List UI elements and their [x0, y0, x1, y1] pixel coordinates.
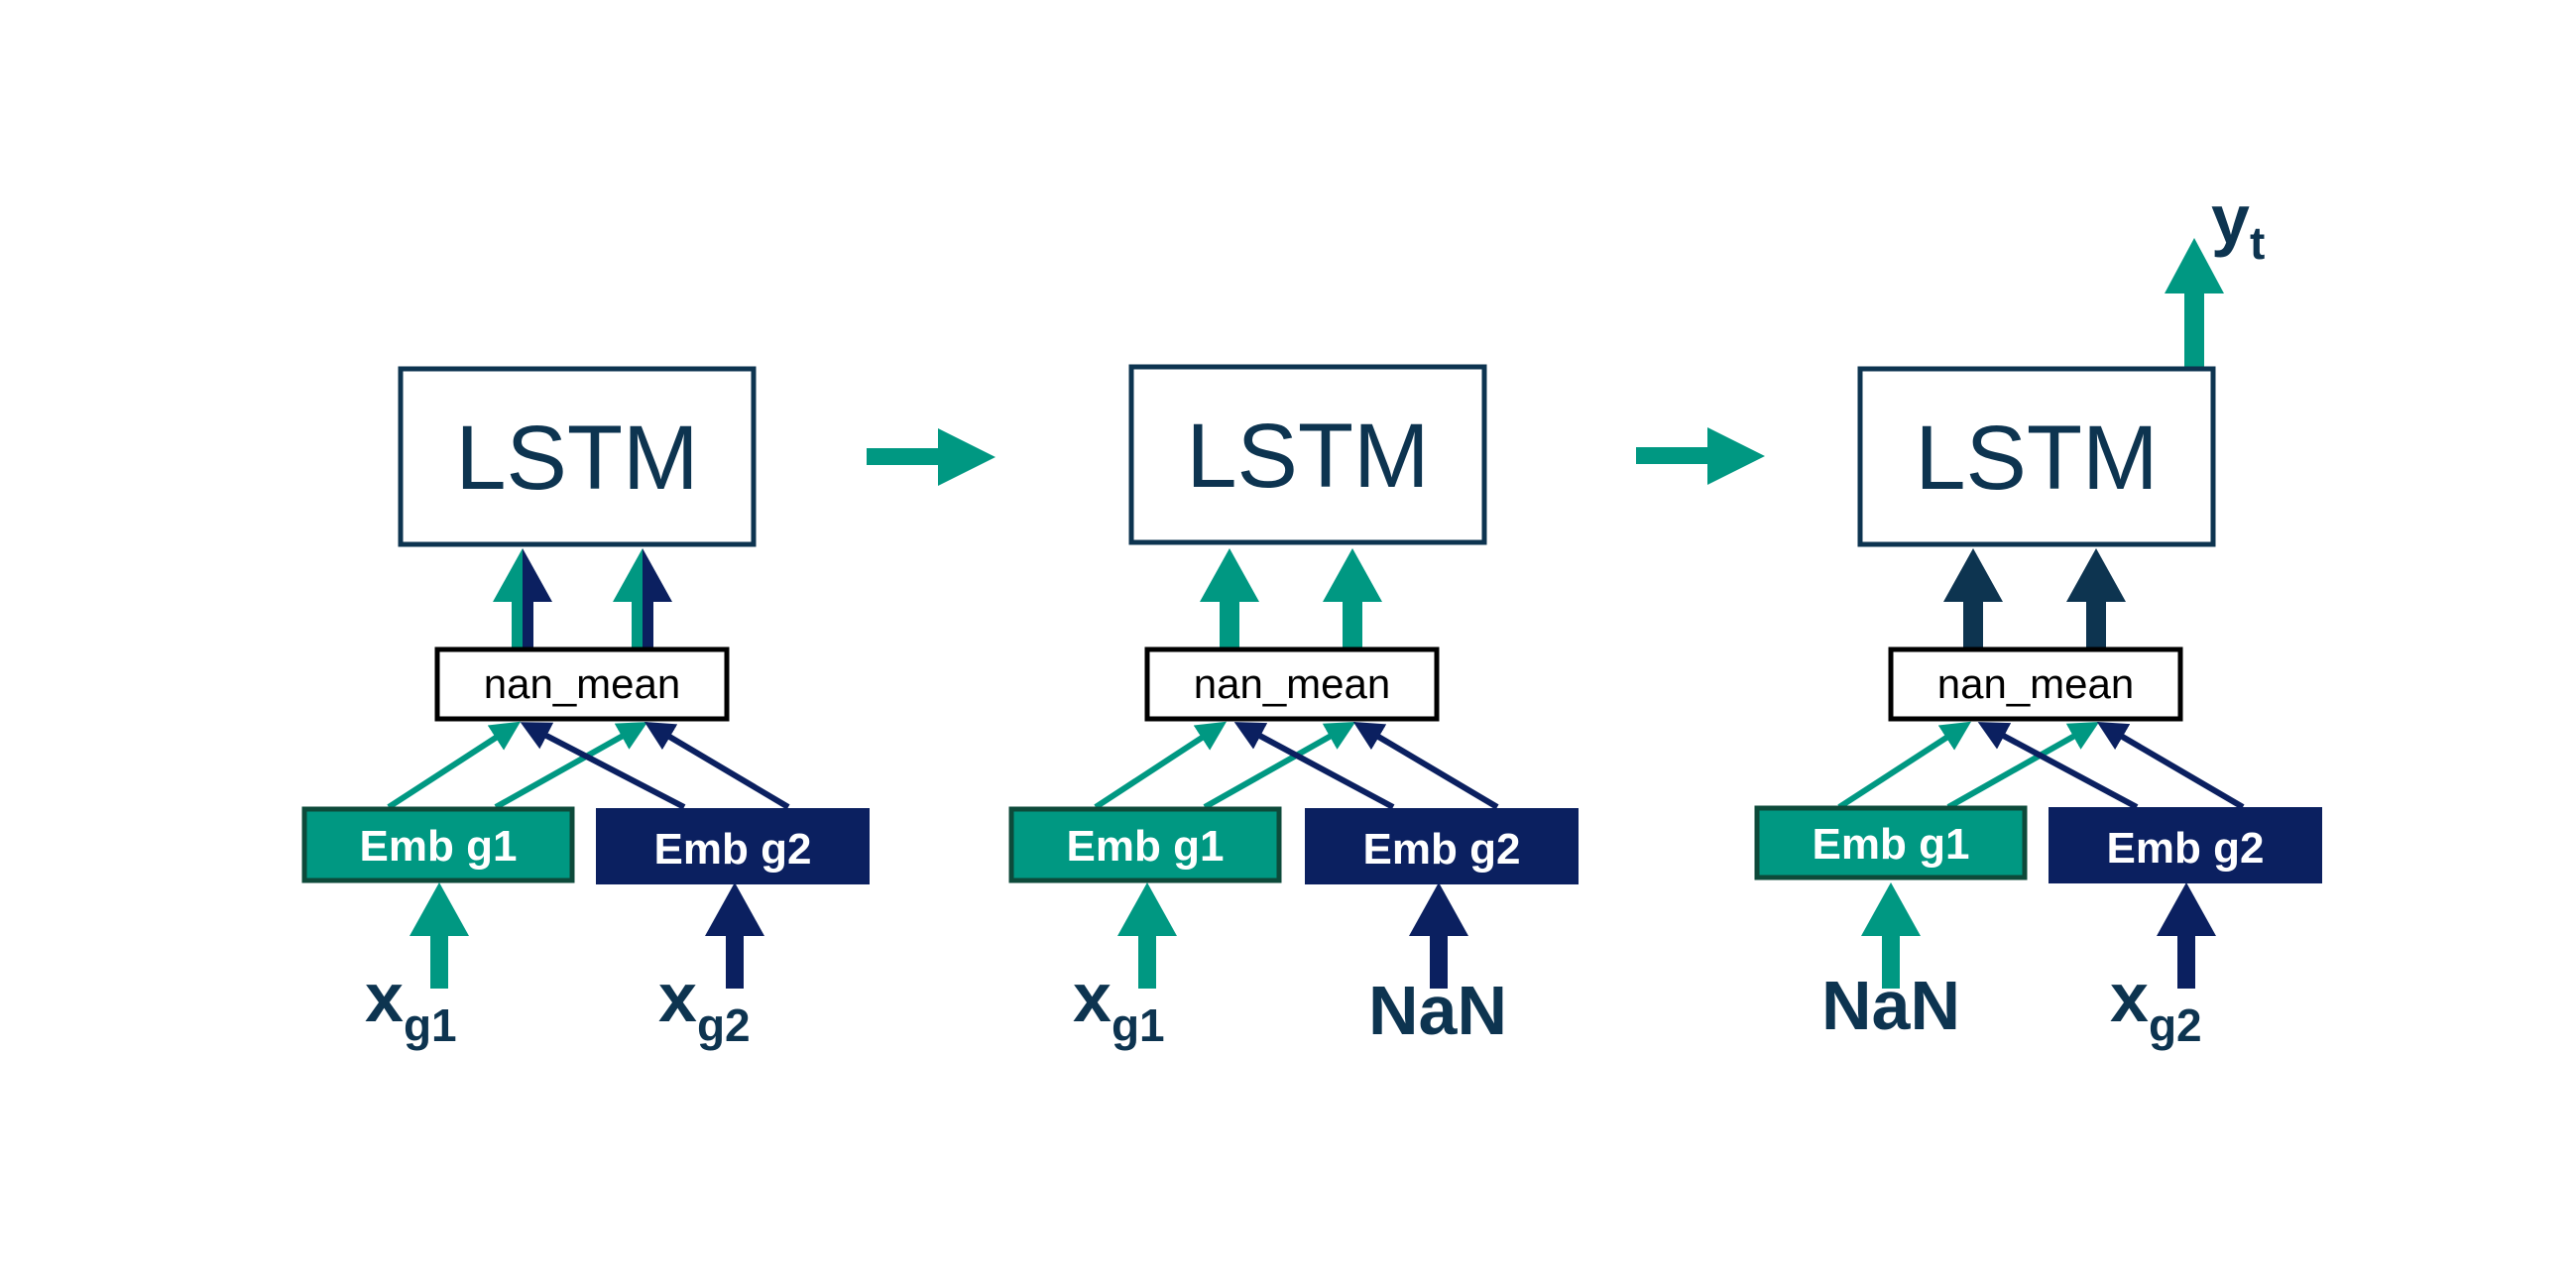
- input-g2-arrow: [2157, 882, 2216, 989]
- emb-g2-label: Emb g2: [654, 825, 812, 874]
- lstm-box: [1857, 366, 2216, 547]
- emb-g1-box: [301, 806, 575, 883]
- emb-g1-label: Emb g1: [1813, 820, 1970, 869]
- input-g2-arrow: [1409, 882, 1468, 989]
- emb-g1-connection: [1203, 722, 1356, 810]
- emb-g2-box: [1305, 808, 1579, 884]
- emb-g2-box: [596, 808, 870, 884]
- input-g2-arrow: [705, 882, 764, 989]
- lstm-box: [398, 366, 757, 547]
- emb-g2-connection: [2096, 721, 2245, 810]
- lstm-box: [1128, 364, 1487, 545]
- input-g2-label: xg2: [658, 959, 751, 1051]
- emb-g1-connection: [1837, 721, 1972, 810]
- emb-g1-box: [1754, 805, 2028, 880]
- nan-mean-label: nan_mean: [1194, 660, 1391, 707]
- input-g1-arrow: [1861, 882, 1921, 989]
- emb-g2-box: [2049, 807, 2322, 883]
- emb-g2-label: Emb g2: [2107, 824, 2265, 873]
- recurrent-arrow: [1636, 427, 1765, 485]
- input-g1-arrow: [410, 882, 469, 989]
- lstm-label: LSTM: [1915, 408, 2158, 509]
- input-g1-label: xg1: [1073, 959, 1165, 1051]
- time-step-1: LSTM nan_mean Emb g1 Emb g2: [301, 366, 870, 1051]
- lstm-input-arrow: [493, 548, 552, 647]
- recurrent-arrow: [867, 428, 995, 486]
- nan-mean-label: nan_mean: [484, 660, 681, 707]
- time-step-3: yt LSTM nan_mean Emb g1 Emb g2 NaN: [1754, 180, 2322, 1051]
- lstm-input-arrow: [613, 548, 672, 647]
- output-label: yt: [2211, 180, 2265, 269]
- emb-g1-label: Emb g1: [360, 822, 518, 871]
- emb-g2-connection: [520, 722, 686, 810]
- lstm-label: LSTM: [455, 408, 698, 509]
- lstm-input-arrow: [1943, 548, 2003, 647]
- nan-mean-box: [1144, 646, 1440, 722]
- emb-g1-label: Emb g1: [1067, 822, 1225, 871]
- nan-mean-label: nan_mean: [1937, 660, 2135, 707]
- emb-g2-label: Emb g2: [1363, 825, 1521, 874]
- emb-g1-connection: [1946, 722, 2100, 810]
- output-arrow: [2165, 238, 2224, 367]
- emb-g1-connection: [387, 721, 522, 810]
- nan-mean-box: [1888, 646, 2183, 722]
- input-g1-arrow: [1117, 882, 1177, 989]
- lstm-input-arrow: [1200, 548, 1259, 647]
- emb-g1-connection: [1094, 721, 1228, 810]
- input-g1-label: xg1: [365, 959, 457, 1051]
- lstm-input-arrow: [2066, 548, 2126, 647]
- emb-g2-connection: [1233, 722, 1395, 810]
- emb-g2-connection: [1977, 722, 2139, 810]
- emb-g2-connection: [644, 721, 790, 810]
- lstm-label: LSTM: [1186, 406, 1429, 507]
- time-step-2: LSTM nan_mean Emb g1 Emb g2 xg1 NaN: [1008, 364, 1579, 1051]
- lstm-input-arrow: [1323, 548, 1382, 647]
- emb-g1-connection: [494, 722, 648, 810]
- nan-mean-box: [434, 646, 730, 722]
- input-g1-label: NaN: [1821, 967, 1960, 1044]
- input-g2-label: NaN: [1368, 972, 1507, 1049]
- input-g2-label: xg2: [2110, 959, 2202, 1051]
- emb-g2-connection: [1352, 721, 1499, 810]
- emb-g1-box: [1008, 806, 1282, 883]
